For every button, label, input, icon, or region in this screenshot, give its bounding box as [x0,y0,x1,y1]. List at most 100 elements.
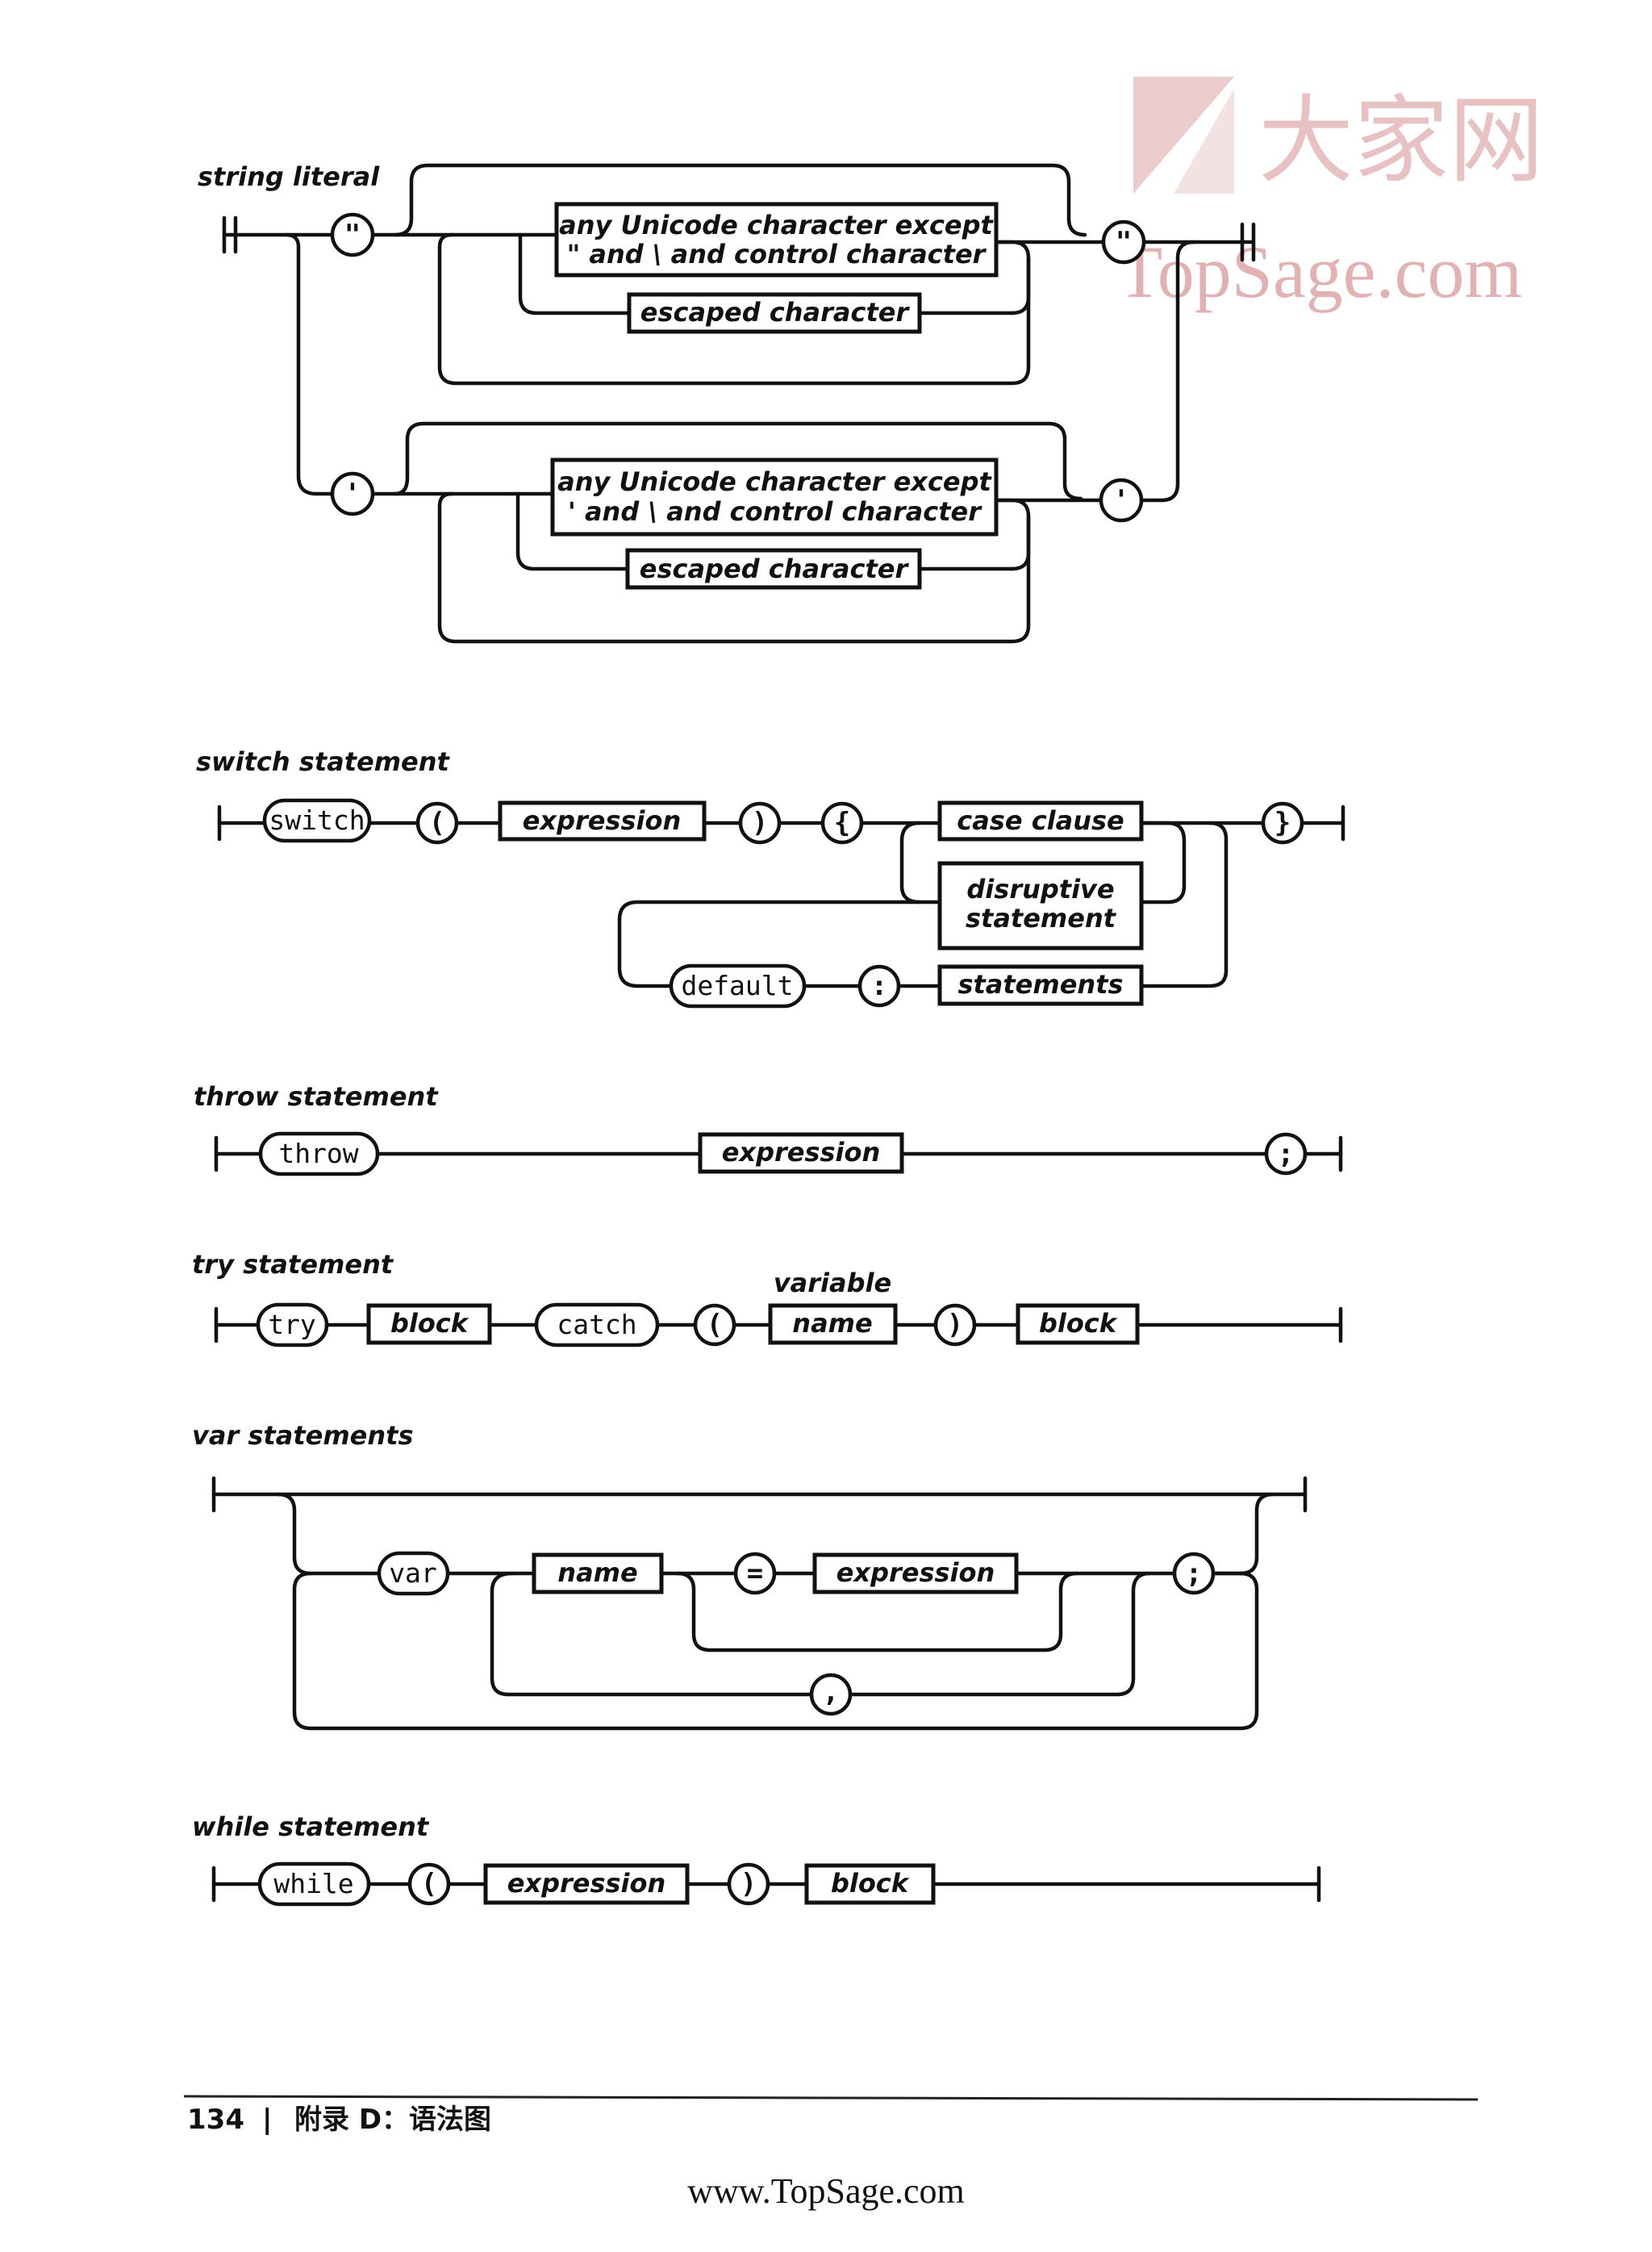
statements-box [937,964,1144,1006]
bypass-line [393,163,1087,237]
escaped-character-sq-box [625,548,922,590]
branch-line [518,232,632,315]
merge-line [1139,240,1196,503]
colon-symbol: : [871,970,887,1002]
any-unicode-sq-box [550,458,999,537]
expression-label: expression [836,1557,995,1588]
loop-line [849,1571,1152,1697]
double-quote-close: " [1116,226,1132,258]
semicolon-symbol: ; [1186,1557,1202,1590]
merge-line [1208,1492,1275,1576]
try-statement-title: try statement [192,1249,394,1280]
footer-url: www.TopSage.com [687,2171,965,2211]
expression-label: expression [722,1137,881,1168]
loop-line [437,232,1031,386]
variable-name-box [768,1303,898,1345]
footer-rule [183,2095,1479,2101]
comma-symbol: , [823,1676,839,1708]
throw-statement-diagram: throw statement throw expression ; [194,1081,1343,1176]
disruptive-line1: disruptive [966,874,1114,905]
variable-name-label: name [792,1308,872,1339]
single-quote-close: ' [1113,484,1129,516]
catch-keyword: catch [557,1309,636,1340]
branch-line [276,1492,382,1576]
variable-label: variable [774,1268,891,1298]
loop-line [292,1571,1259,1731]
while-keyword: while [273,1868,353,1899]
loop-line [437,491,1031,644]
merge-line [994,498,1031,571]
default-keyword: default [681,970,793,1001]
loop-line [1139,821,1187,905]
lparen-symbol: ( [421,1868,437,1900]
while-statement-diagram: while statement while ( expression ) blo… [192,1811,1321,1907]
block-box [1016,1303,1140,1345]
block-box [366,1303,492,1345]
watermark-chinese: 大家网 [1258,85,1544,196]
statements-label: statements [957,969,1123,1000]
chapter-title: 附录 D：语法图 [294,2104,491,2136]
single-quote-open: ' [344,478,361,510]
block-label: block [1039,1308,1118,1339]
disruptive-statement-box [937,861,1144,951]
expression-label: expression [507,1868,666,1899]
escaped-character-sq-label: escaped character [640,554,910,584]
switch-statement-title: switch statement [196,746,451,777]
expression-box [812,1552,1019,1594]
escaped-character-dq-box [627,292,922,334]
var-statements-title: var statements [192,1420,413,1451]
while-statement-title: while statement [192,1811,430,1842]
branch-line [284,232,335,496]
semicolon-symbol: ; [1278,1138,1294,1170]
rparen-symbol: ) [740,1868,757,1900]
try-keyword: try [268,1309,316,1340]
expression-label: expression [523,805,682,836]
page-footer: 134 | 附录 D：语法图 www.TopSage.com [183,2095,1479,2211]
name-box [532,1552,664,1594]
block-label: block [390,1308,469,1339]
loop-line [490,1571,813,1697]
string-literal-diagram: string literal " any Unicode character e… [198,161,1256,644]
branch-line [515,491,630,571]
equals-symbol: = [747,1557,763,1590]
bypass-line [675,1571,1079,1652]
throw-statement-title: throw statement [194,1081,439,1112]
switch-keyword-pill [262,798,372,843]
disruptive-line2: statement [966,903,1117,934]
var-keyword: var [389,1557,437,1589]
page-number: 134 [187,2104,244,2136]
rparen-symbol: ) [752,807,768,839]
var-statements-diagram: var statements var name = expression , ; [192,1420,1308,1731]
block-label: block [831,1868,910,1899]
branch-line [617,900,922,988]
rbrace-symbol: } [1274,807,1291,839]
footer-separator: | [262,2104,272,2136]
switch-keyword: switch [269,804,365,836]
escaped-character-dq-label: escaped character [640,297,911,328]
merge-line [994,240,1031,315]
case-clause-label: case clause [957,805,1124,836]
any-unicode-sq-line1: any Unicode character except [557,466,992,497]
watermark: 大家网 TopSage.com [1117,77,1544,313]
any-unicode-dq-line2: " and \ and control character [567,239,987,269]
topsage-logo [1133,77,1234,194]
merge-line [1139,821,1229,988]
double-quote-open: " [344,219,361,251]
lbrace-symbol: { [834,807,850,839]
loop-line [899,821,942,905]
try-statement-diagram: try statement try block catch ( variable… [192,1249,1343,1347]
bypass-line [393,421,1083,501]
any-unicode-dq-line1: any Unicode character except [559,210,994,240]
lparen-symbol: ( [429,807,445,839]
any-unicode-sq-line2: ' and \ and control character [568,496,982,527]
string-literal-title: string literal [198,161,380,192]
expression-box [698,1132,904,1174]
any-unicode-dq-box [554,202,999,278]
case-clause-box [937,800,1144,842]
lparen-symbol: ( [707,1309,723,1341]
throw-keyword: throw [278,1138,358,1169]
switch-statement-diagram: switch statement switch ( expression ) {… [196,746,1345,1009]
name-label: name [557,1557,637,1588]
